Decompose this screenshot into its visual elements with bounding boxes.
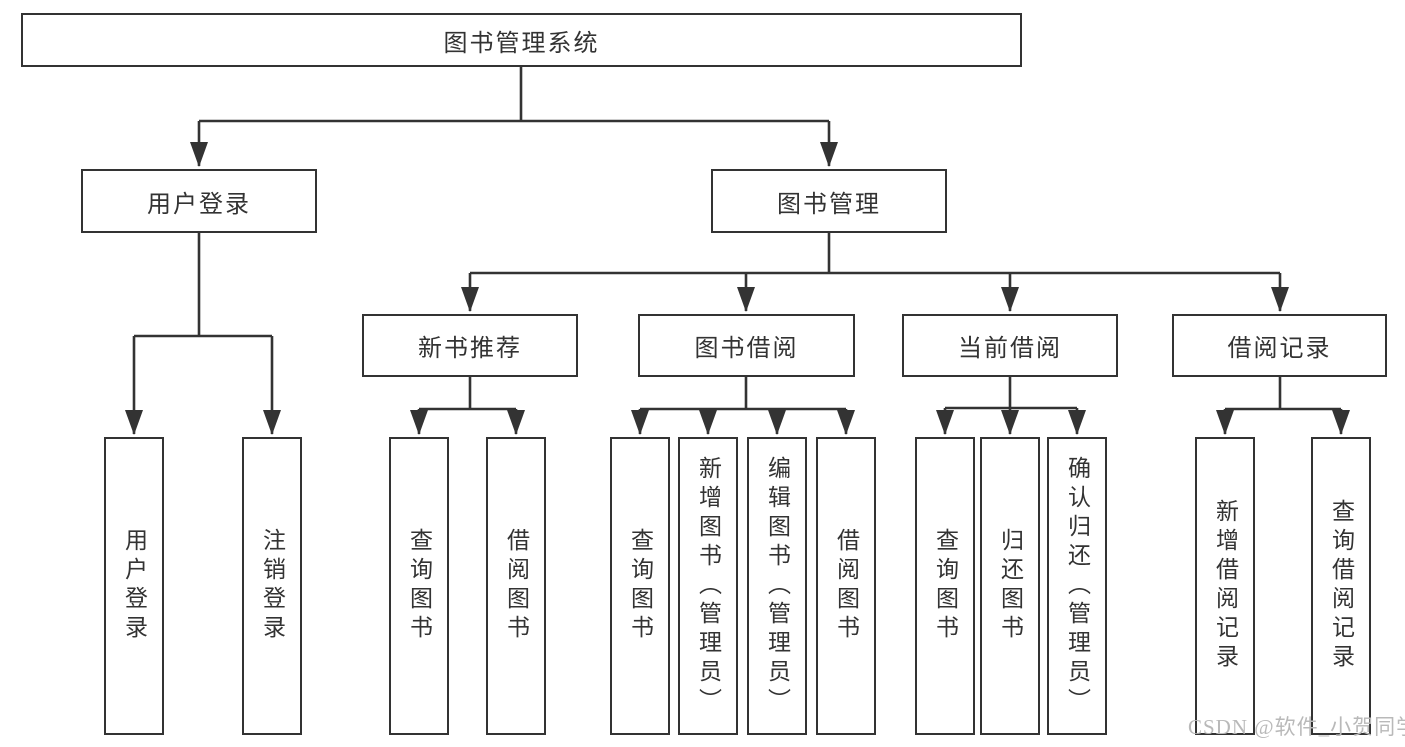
node-label: 查询图书 [406, 528, 432, 644]
node-label: 借阅图书 [833, 528, 859, 644]
node-user-login-leaf: 用户登录 [104, 437, 164, 735]
node-borrow-records: 借阅记录 [1172, 314, 1387, 377]
node-label: 图书管理 [777, 191, 881, 218]
node-br-query-record: 查询借阅记录 [1311, 437, 1371, 735]
node-label: 新增借阅记录 [1212, 499, 1238, 673]
node-current-borrow: 当前借阅 [902, 314, 1118, 377]
node-library-system: 图书管理系统 [21, 13, 1022, 67]
node-label: 查询图书 [627, 528, 653, 644]
node-label: 用户登录 [147, 191, 251, 218]
node-label: 新书推荐 [418, 336, 522, 362]
node-label: 当前借阅 [958, 336, 1062, 362]
node-label: 借阅图书 [503, 528, 529, 644]
node-book-borrow: 图书借阅 [638, 314, 855, 377]
node-user-login: 用户登录 [81, 169, 317, 233]
node-label: 归还图书 [997, 528, 1023, 644]
node-bb-add-books-admin: 新增图书（管理员） [678, 437, 738, 735]
node-br-add-record: 新增借阅记录 [1195, 437, 1255, 735]
node-label: 编辑图书（管理员） [764, 455, 790, 717]
node-label: 查询借阅记录 [1328, 499, 1354, 673]
node-label: 图书借阅 [694, 336, 799, 362]
node-label: 借阅记录 [1227, 336, 1332, 362]
node-cb-query-books: 查询图书 [915, 437, 975, 735]
node-label: 确认归还（管理员） [1064, 455, 1090, 717]
node-label: 图书管理系统 [443, 30, 600, 57]
node-label: 查询图书 [932, 528, 958, 644]
node-bb-query-books: 查询图书 [610, 437, 670, 735]
node-nbr-borrow-books: 借阅图书 [486, 437, 546, 735]
node-label: 用户登录 [121, 528, 147, 644]
node-label: 注销登录 [259, 528, 285, 644]
node-bb-edit-books-admin: 编辑图书（管理员） [747, 437, 807, 735]
node-label: 新增图书（管理员） [695, 455, 721, 717]
node-logout: 注销登录 [242, 437, 302, 735]
node-cb-confirm-return-admin: 确认归还（管理员） [1047, 437, 1107, 735]
node-book-management: 图书管理 [711, 169, 947, 233]
node-new-book-recommend: 新书推荐 [362, 314, 578, 377]
node-nbr-query-books: 查询图书 [389, 437, 449, 735]
node-cb-return-books: 归还图书 [980, 437, 1040, 735]
csdn-watermark: CSDN @软件_小贺同学 [1188, 715, 1405, 739]
node-bb-borrow-books: 借阅图书 [816, 437, 876, 735]
